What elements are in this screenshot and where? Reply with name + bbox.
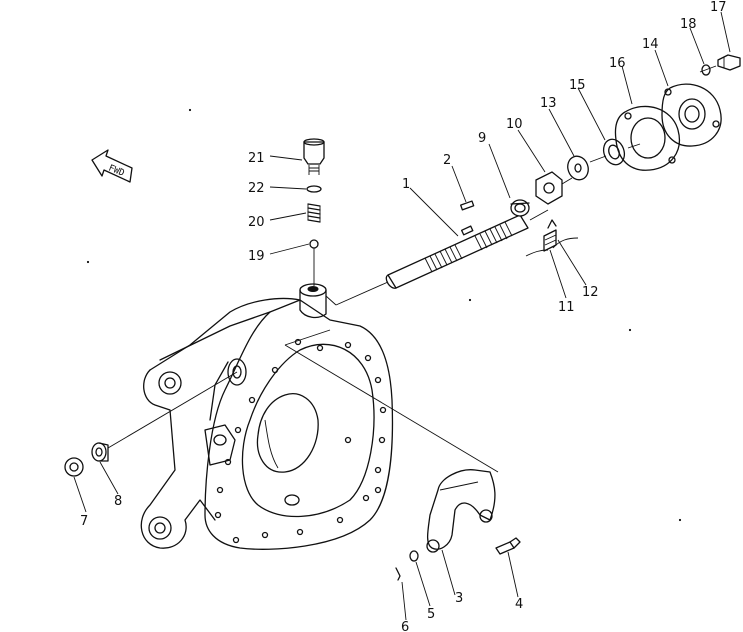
callout-20: 20 [248,215,265,230]
callout-10: 10 [506,117,523,132]
callout-22: 22 [248,181,265,196]
gasket-16 [614,105,680,171]
spring-20 [307,203,321,223]
bearing-15 [602,138,626,166]
callout-9: 9 [478,131,486,146]
callout-8: 8 [114,494,122,509]
callout-11: 11 [558,300,575,315]
seal-7 [64,457,84,477]
pin-4 [495,537,521,555]
ball-19 [309,239,319,249]
bolt-17 [717,54,741,71]
callout-2: 2 [443,153,451,168]
callout-18: 18 [680,17,697,32]
callout-21: 21 [248,151,265,166]
callout-16: 16 [609,56,626,71]
plug-21 [303,138,325,175]
callout-12: 12 [582,285,599,300]
scan-specks [86,108,682,522]
callout-1: 1 [402,177,410,192]
callout-4: 4 [515,597,523,612]
bearing-9 [510,199,530,217]
forward-arrow-icon: FWD [91,149,133,183]
washer-13 [567,155,589,181]
callout-6: 6 [401,620,409,632]
shaft-part [385,214,529,289]
nut-10 [535,171,563,205]
flange-bolt-holes [214,338,387,544]
callout-5: 5 [427,607,435,622]
cover-14 [661,83,722,147]
fork-3 [426,469,496,553]
callout-14: 14 [642,37,659,52]
cotter-pin-6 [395,567,401,581]
callout-leaders [73,11,731,621]
washer-5 [409,550,419,562]
fwd-label: FWD [107,164,126,179]
callout-13: 13 [540,96,557,111]
oring-22 [306,185,322,193]
callout-7: 7 [80,514,88,529]
callout-15: 15 [569,78,586,93]
callout-labels: 1 2 3 4 5 6 7 8 9 10 11 12 13 14 15 16 1… [80,0,727,632]
main-housing [140,283,394,550]
callout-19: 19 [248,249,265,264]
callout-17: 17 [710,0,727,15]
bushing-8 [91,442,109,462]
key-part [460,200,475,211]
assembly-lines [107,65,717,473]
washer-18 [701,64,711,76]
callout-3: 3 [455,591,463,606]
